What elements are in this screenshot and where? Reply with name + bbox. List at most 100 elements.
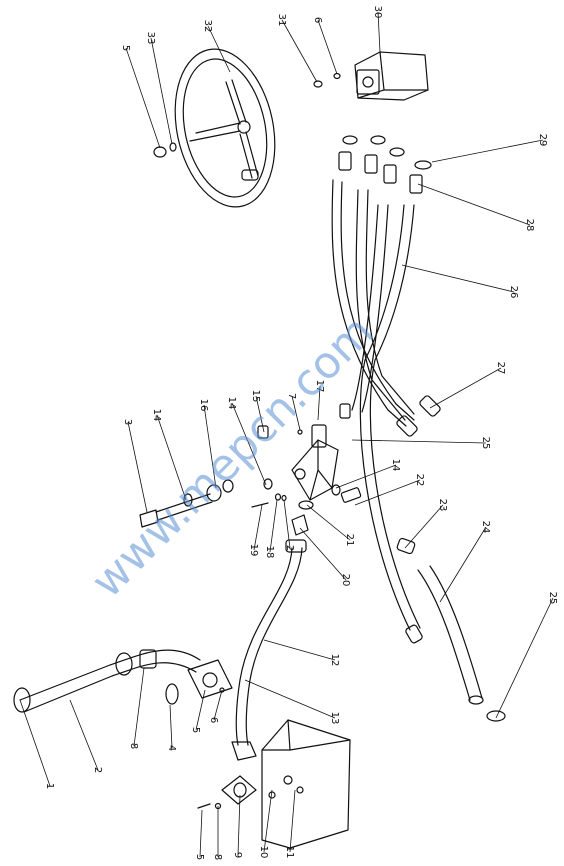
leader-c15 <box>255 395 265 433</box>
steering-wheel <box>174 48 276 208</box>
hydraulic-hoses-upper <box>331 179 441 644</box>
callout-c25b: 25 <box>547 592 558 605</box>
leader-c20 <box>299 527 347 581</box>
leader-c3 <box>127 421 148 513</box>
leader-c8a <box>133 667 145 747</box>
leader-c2 <box>69 699 99 771</box>
leader-c17 <box>317 385 321 421</box>
callout-c28: 28 <box>524 219 535 232</box>
callout-c5c: 5 <box>194 854 205 860</box>
oil-tank <box>261 719 351 849</box>
callout-c26: 26 <box>508 286 519 299</box>
callout-c14a: 14 <box>151 409 162 422</box>
pipe-flange <box>187 659 233 699</box>
leader-c10 <box>263 789 273 853</box>
leader-c5a <box>125 47 161 149</box>
callout-c32: 32 <box>202 20 213 33</box>
leader-c27 <box>429 367 502 409</box>
valve-block <box>291 403 351 501</box>
callout-c14c: 14 <box>390 459 401 472</box>
callout-c15: 15 <box>250 390 261 403</box>
leader-c2a <box>283 499 291 549</box>
leader-c23 <box>404 504 444 549</box>
callout-c30: 30 <box>372 6 383 19</box>
callout-c10: 10 <box>258 846 269 859</box>
steering-control-unit <box>354 51 429 101</box>
callout-c2: 2 <box>92 767 103 773</box>
watermark-text: www.mepcn.com <box>82 306 384 608</box>
leader-c33 <box>150 37 173 145</box>
leader-c28 <box>417 183 531 226</box>
callout-c25: 25 <box>480 437 491 450</box>
tank-fitting <box>221 775 257 805</box>
leader-c22 <box>354 479 421 506</box>
leader-c21 <box>306 504 351 541</box>
leader-c18 <box>269 499 278 553</box>
callout-c18: 18 <box>264 546 275 559</box>
leader-c7 <box>291 395 301 431</box>
leader-c25b <box>495 597 554 719</box>
leader-c11 <box>289 789 296 853</box>
callout-c5b: 5 <box>190 727 201 733</box>
supply-hose <box>231 539 307 761</box>
leader-c31 <box>281 19 318 83</box>
banjo-bolt-assembly <box>139 478 273 528</box>
callout-c20: 20 <box>340 574 351 587</box>
steering-nut <box>153 142 177 158</box>
callout-c2a: 2 <box>284 545 295 551</box>
callout-c16: 16 <box>198 399 209 412</box>
callout-c23: 23 <box>437 499 448 512</box>
small-fasteners-top <box>313 72 341 88</box>
suction-pipe <box>13 649 201 713</box>
leader-c14b <box>231 402 267 486</box>
callout-c21: 21 <box>344 534 355 547</box>
callout-c5a: 5 <box>120 45 131 51</box>
return-hose <box>396 537 506 722</box>
leader-c24 <box>439 526 487 603</box>
leader-c5c <box>199 809 203 858</box>
callout-c22: 22 <box>414 474 425 487</box>
callout-c19: 19 <box>248 544 259 557</box>
leader-c25 <box>351 439 487 444</box>
leader-c12 <box>263 639 336 661</box>
bottom-bolts <box>197 802 222 810</box>
callout-c24: 24 <box>480 521 491 534</box>
callout-c9: 9 <box>232 852 243 858</box>
leader-c13 <box>244 679 336 719</box>
callout-c17: 17 <box>314 380 325 393</box>
callout-c14b: 14 <box>226 397 237 410</box>
leader-c14a <box>156 414 187 501</box>
callout-c11: 11 <box>284 846 295 859</box>
callout-c6b: 6 <box>208 717 219 723</box>
leader-c14c <box>335 464 397 489</box>
leader-c16 <box>203 404 217 489</box>
callout-c33: 33 <box>145 32 156 45</box>
leader-c6a <box>317 19 338 75</box>
callout-leaders <box>19 11 554 858</box>
return-fittings <box>291 484 362 536</box>
leader-c5b <box>195 689 206 731</box>
leader-c26 <box>401 264 515 293</box>
callout-c8a: 8 <box>128 743 139 749</box>
callout-c8b: 8 <box>212 854 223 860</box>
leader-c4 <box>169 704 173 749</box>
callout-c12: 12 <box>329 654 340 667</box>
callout-c4: 4 <box>166 745 177 751</box>
leader-c6b <box>213 689 223 721</box>
callout-c1: 1 <box>44 783 55 789</box>
callout-c7: 7 <box>286 393 297 399</box>
leader-c29 <box>431 139 544 163</box>
callout-c31: 31 <box>276 14 287 27</box>
callout-c13: 13 <box>329 712 340 725</box>
port-fittings <box>338 135 432 194</box>
leader-c30 <box>377 11 381 53</box>
callout-c29: 29 <box>537 134 548 147</box>
callout-c27: 27 <box>495 362 506 375</box>
leader-c19 <box>253 504 263 551</box>
callout-c6a: 6 <box>312 17 323 23</box>
callout-c3: 3 <box>122 419 133 425</box>
leader-c9 <box>237 794 241 856</box>
leader-c1 <box>19 699 51 787</box>
